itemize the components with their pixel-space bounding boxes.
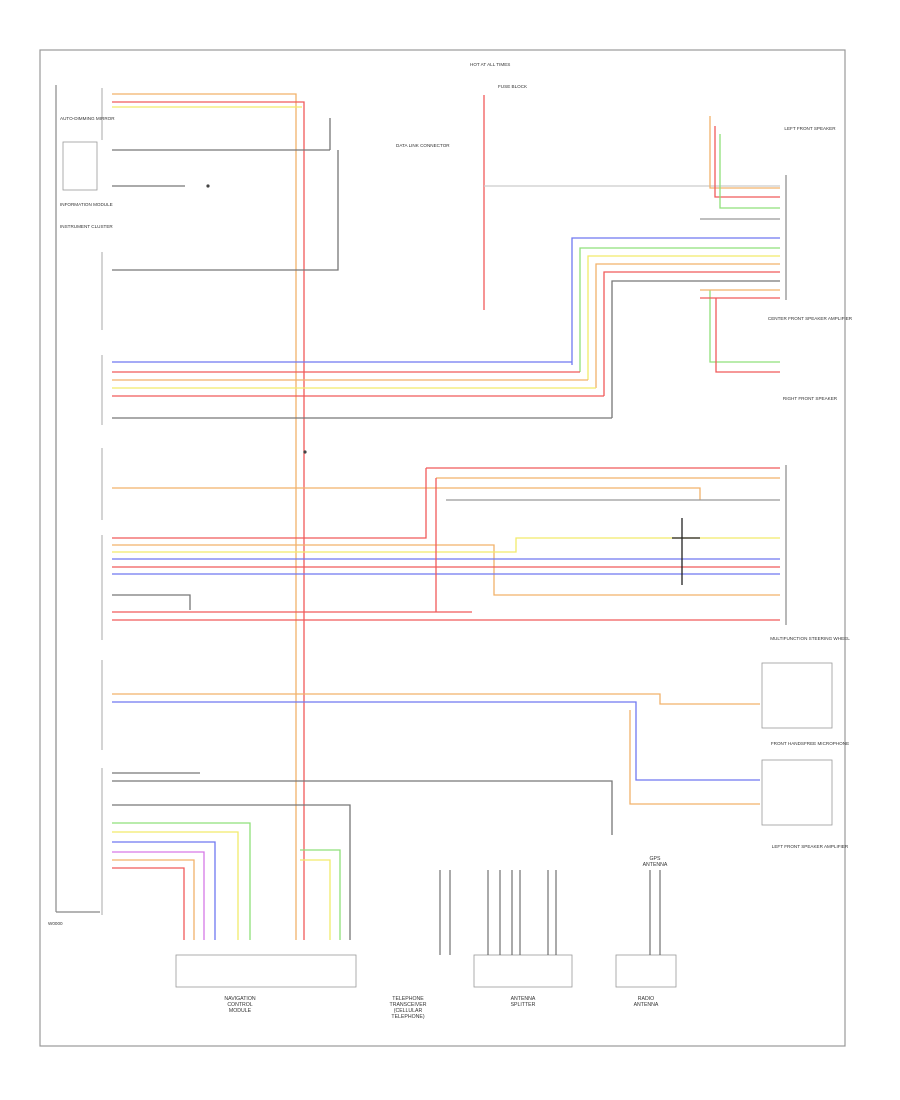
wire-yellow-mid [112, 537, 780, 553]
component-label-line: RADIO [638, 996, 654, 1002]
splice-dot [303, 450, 307, 454]
wire-orange-nav [112, 859, 195, 940]
wire-orange-low-b [629, 710, 760, 805]
component-label-line: GPS [650, 856, 661, 862]
wire-orange-mid-b [112, 544, 780, 596]
auto-dimming-mirror-box [62, 141, 98, 191]
fuse-block-label: FUSE BLOCK [498, 84, 528, 89]
component-label-line: ANTENNA [634, 1002, 659, 1008]
wire-red-mid-a [112, 468, 427, 539]
labels-layer: W0000 AUTO-DIMMING MIRROR INFORMATION MODU… [48, 62, 853, 1020]
component-label-line: NAVIGATION [224, 996, 255, 1002]
wire-red-nav [112, 867, 185, 940]
component-label-line: ANTENNA [643, 862, 668, 868]
wire-spk-c [719, 134, 780, 209]
center-front-speaker-label: CENTER FRONT SPEAKER AMPLIFIER [768, 316, 853, 321]
information-module-label: INFORMATION MODULE [60, 202, 113, 207]
page-code: W0000 [48, 921, 63, 926]
splice-dot [206, 184, 210, 188]
wire-violet-nav [112, 851, 205, 940]
wire-spk-lfa [709, 290, 780, 363]
wire-green-tel [300, 849, 341, 940]
auto-dimming-mirror-label: AUTO-DIMMING MIRROR [60, 116, 115, 121]
right-front-speaker-label: RIGHT FRONT SPEAKER [783, 396, 838, 401]
multifunction-steering-wheel-label: MULTIFUNCTION STEERING WHEEL [770, 636, 850, 641]
front-mic-box [761, 759, 833, 826]
wire-gray-feed [112, 150, 339, 271]
wire-green-nav [112, 822, 251, 940]
wire-spk-orange [595, 263, 780, 388]
wire-orange-low [112, 693, 760, 705]
wire-gray-loop [112, 594, 191, 610]
hot-at-all-times-label: HOT AT ALL TIMES [470, 62, 510, 67]
component-label-line: ANTENNA [511, 996, 536, 1002]
antenna-splitter-box [473, 954, 573, 988]
wire-spk-green [579, 247, 780, 372]
wire-spk-lfb [715, 298, 780, 373]
component-label-line: (CELLULAR [394, 1008, 423, 1014]
front-handsfree-microphone-label: FRONT HANDSFREE MICROPHONE [771, 741, 849, 746]
wire-yellow-nav [112, 831, 239, 940]
component-label-line: TELEPHONE) [391, 1014, 424, 1020]
nav-module-box [175, 954, 357, 988]
component-boxes-layer [55, 85, 833, 988]
center-speaker-box [761, 662, 833, 729]
wire-red-trunk [112, 101, 305, 940]
component-label-line: MODULE [229, 1008, 252, 1014]
page-frame [39, 49, 846, 1047]
wire-gray-nav [112, 804, 351, 940]
wire-spk-yellow [587, 255, 780, 380]
wire-blue-nav [112, 841, 216, 940]
radio-antenna-box [615, 954, 677, 988]
wire-spk-gray [611, 280, 780, 418]
component-label-line: CONTROL [227, 1002, 252, 1008]
wire-spk-red [603, 271, 780, 396]
component-label-line: SPLITTER [511, 1002, 536, 1008]
component-label-line: TELEPHONE [392, 996, 424, 1002]
component-label-line: TRANSCEIVER [390, 1002, 427, 1008]
wire-spk-b [714, 126, 780, 198]
wire-orange-trunk [112, 93, 297, 940]
wire-spk-a [709, 116, 780, 189]
wire-yellow-tel [300, 859, 331, 940]
wire-blue-low [112, 701, 760, 781]
instrument-cluster-label: INSTRUMENT CLUSTER [60, 224, 113, 229]
wire-spk-blue [571, 237, 780, 365]
wires-layer [112, 93, 780, 940]
data-link-connector-label: DATA LINK CONNECTOR [396, 143, 450, 148]
left-front-speaker-label: LEFT FRONT SPEAKER [784, 126, 836, 131]
wire-orange-mid [112, 487, 701, 500]
left-front-speaker-amp-label: LEFT FRONT SPEAKER AMPLIFIER [772, 844, 849, 849]
wire-gray-low-b [112, 780, 613, 835]
